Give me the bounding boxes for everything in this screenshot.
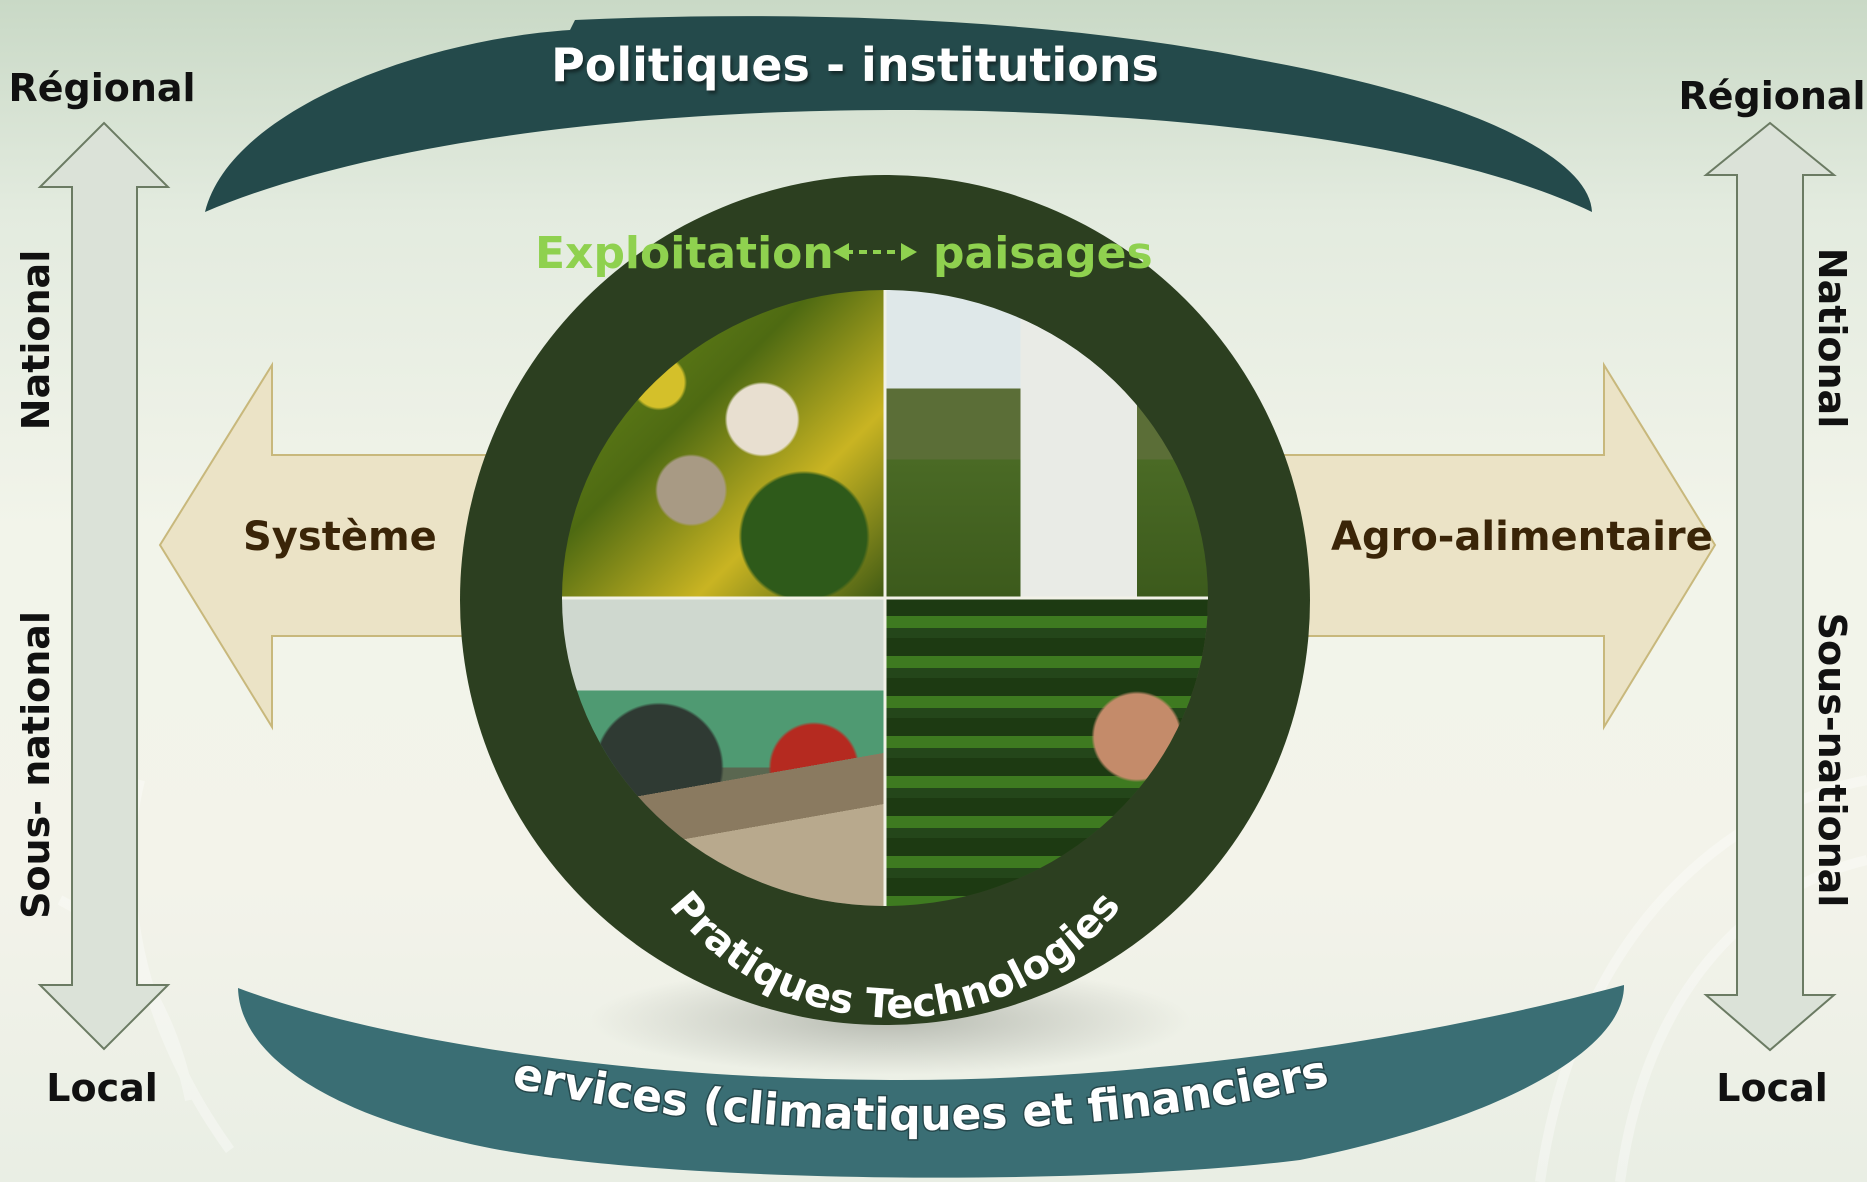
greenhouse-group-photo — [562, 598, 885, 906]
paisages-label: paisages — [933, 228, 1153, 279]
left-local-label: Local — [46, 1066, 158, 1110]
left-national-label: National — [14, 249, 58, 431]
systeme-label: Système — [243, 514, 437, 560]
agro-alimentaire-label: Agro-alimentaire — [1331, 514, 1713, 560]
left-sous-national-label: Sous- national — [14, 611, 58, 919]
field-work-photo — [562, 290, 885, 598]
right-sous-national-label: Sous-national — [1810, 612, 1854, 908]
photo-collage — [562, 290, 1208, 906]
bottom-band — [238, 985, 1625, 1178]
right-local-label: Local — [1716, 1066, 1828, 1110]
presenter-photo — [885, 290, 1208, 598]
exploitation-label: Exploitation — [535, 228, 834, 279]
top-band — [205, 16, 1592, 212]
bidirectional-arrow-icon — [833, 243, 917, 261]
nursery-seedlings-photo — [885, 598, 1208, 906]
photo-divider-horizontal — [562, 596, 1208, 600]
top-band-title: Politiques - institutions — [551, 38, 1159, 92]
left-regional-label: Régional — [8, 66, 196, 110]
right-regional-label: Régional — [1678, 74, 1866, 118]
left-scale-arrow — [37, 121, 171, 1051]
right-national-label: National — [1810, 247, 1854, 429]
right-scale-arrow — [1703, 121, 1837, 1052]
